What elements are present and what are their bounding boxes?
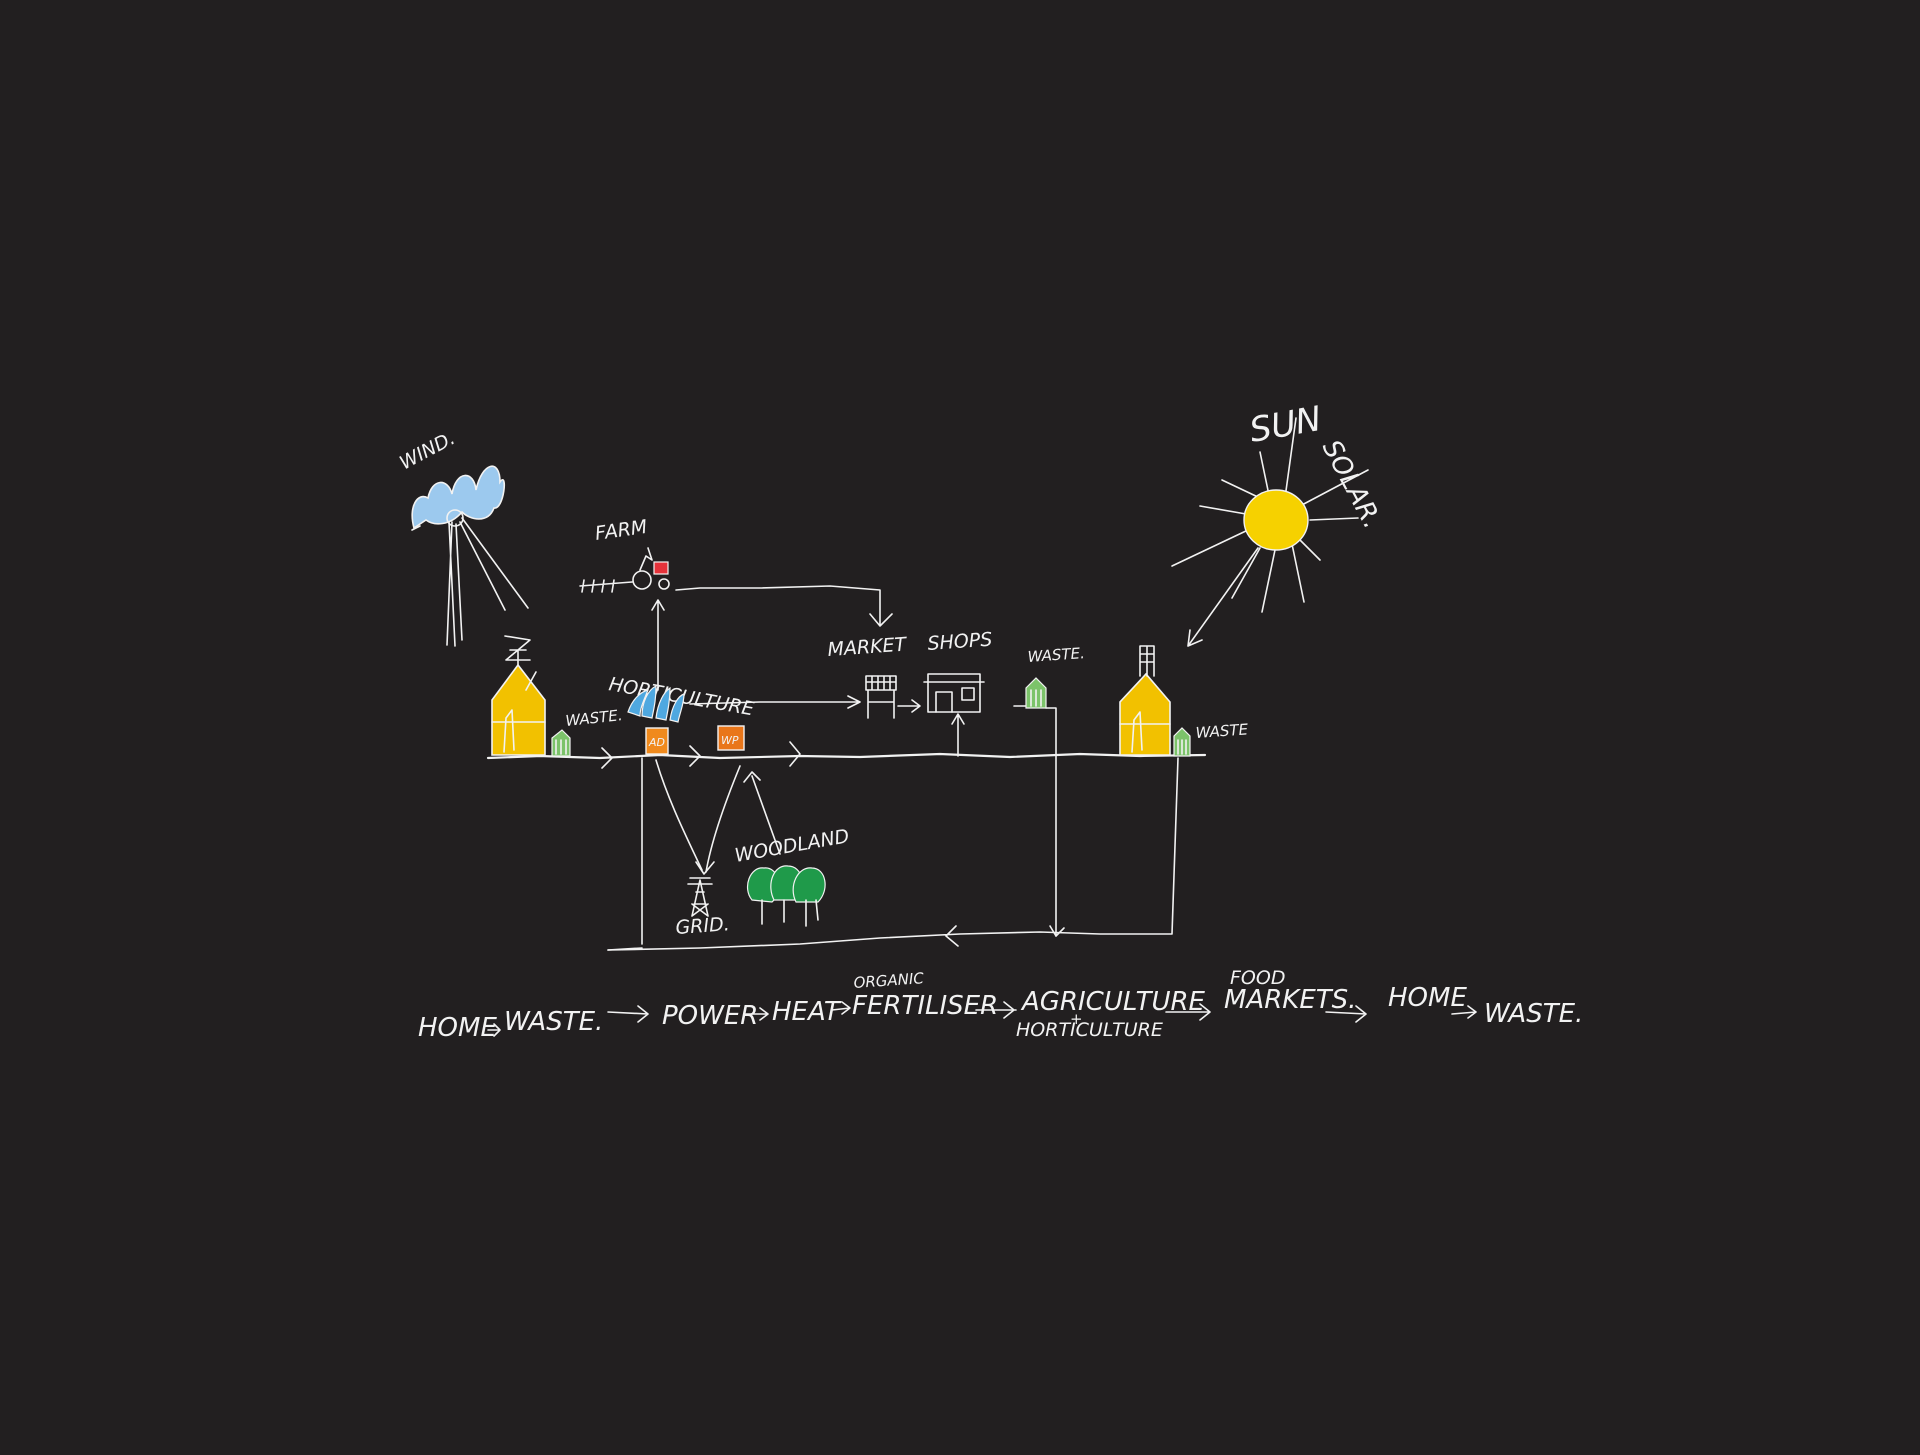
- flow-fertiliser: FERTILISER: [852, 991, 998, 1021]
- tree-icon: [747, 865, 826, 903]
- flow-power: POWER: [662, 1001, 758, 1031]
- house-left: [491, 635, 546, 756]
- market-label: MARKET: [827, 633, 908, 661]
- wind-label: WIND.: [396, 427, 459, 474]
- house-icon: [1119, 672, 1171, 756]
- house-right: [1119, 645, 1171, 756]
- waste-bin-mid: [1025, 677, 1047, 709]
- waste-bin-right: [1173, 727, 1191, 757]
- waste-right-label: WASTE: [1195, 720, 1249, 742]
- shop-icon: [923, 673, 985, 713]
- farm-label: FARM: [594, 516, 649, 545]
- solar-panel-icon: [1139, 645, 1155, 677]
- flow-home-1: HOME: [418, 1013, 497, 1043]
- house-icon: [491, 663, 546, 756]
- tractor-icon: [579, 547, 670, 593]
- flow-markets: MARKETS.: [1224, 985, 1356, 1015]
- sun-group: SUN SOLAR.: [1171, 399, 1387, 647]
- flow-waste-2: WASTE.: [1484, 999, 1583, 1029]
- flow-sequence: HOME WASTE. POWER HEAT ORGANIC FERTILISE…: [418, 967, 1583, 1043]
- flow-home-2: HOME: [1388, 983, 1467, 1013]
- flow-waste-1: WASTE.: [504, 1007, 603, 1037]
- flow-organic: ORGANIC: [853, 969, 925, 992]
- pylon-icon: [687, 877, 713, 917]
- waste-bin-left: [551, 729, 571, 757]
- grid-label: GRID.: [675, 913, 731, 939]
- wind-group: WIND.: [396, 427, 529, 647]
- ad-label: AD: [648, 736, 665, 749]
- sun-label: SUN: [1247, 399, 1325, 451]
- shops-label: SHOPS: [927, 629, 993, 655]
- wp-plant-icon: [717, 725, 745, 751]
- cloud-icon: [411, 465, 506, 530]
- greenhouse-icon: [627, 685, 685, 723]
- flow-plus: +: [1070, 1010, 1083, 1028]
- wp-label: WP: [721, 734, 739, 747]
- wind-turbine-hub-icon: [446, 509, 464, 527]
- flow-horticulture: HORTICULTURE: [1016, 1019, 1163, 1041]
- return-loop: [607, 757, 1179, 951]
- sun-icon: [1243, 489, 1309, 551]
- flow-heat: HEAT: [772, 997, 842, 1027]
- waste-mid-label: WASTE.: [1027, 644, 1085, 666]
- main-flow-line: [486, 752, 1207, 760]
- ad-plant-icon: [645, 727, 669, 755]
- flow-food: FOOD: [1230, 967, 1285, 989]
- market-stall-icon: [865, 675, 897, 719]
- waste-left-label: WASTE.: [565, 706, 624, 730]
- woodland-label: WOODLAND: [733, 825, 851, 867]
